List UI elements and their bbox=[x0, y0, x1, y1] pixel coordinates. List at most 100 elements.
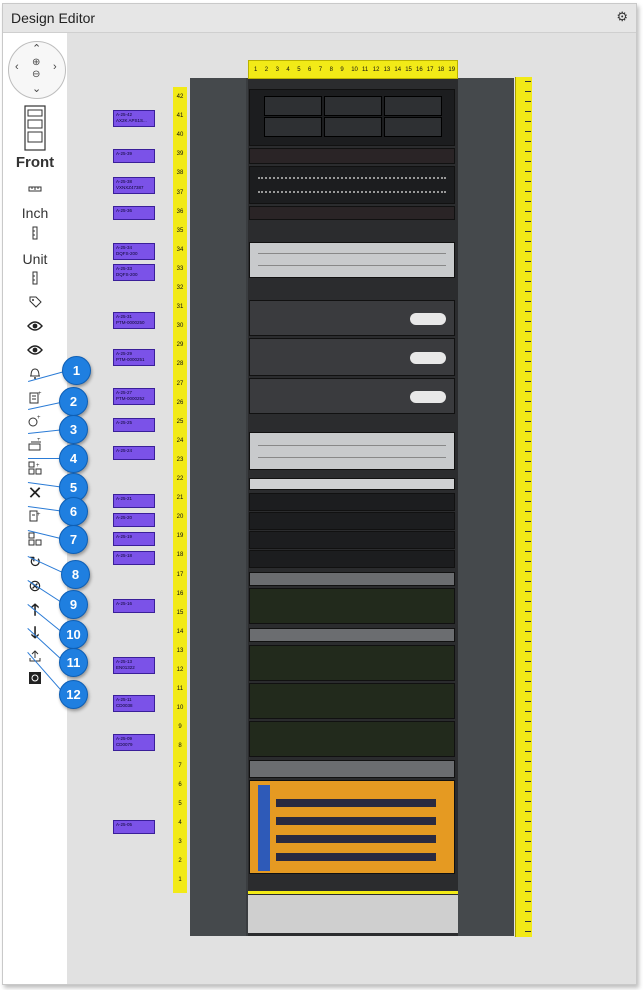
rack-device-orange-chassis[interactable] bbox=[249, 780, 455, 874]
right-ruler-tick bbox=[525, 831, 531, 832]
rack-device-1u-server-2[interactable] bbox=[249, 512, 455, 530]
device-tag-position: A-25-36 bbox=[116, 208, 133, 213]
navigation-pad[interactable]: ⌃ ⌄ ‹ › ⊕ ⊖ bbox=[8, 41, 66, 99]
upload-icon[interactable] bbox=[3, 649, 67, 666]
rack-device-server-2u-b[interactable] bbox=[249, 432, 455, 470]
rack-device-shelf-1[interactable] bbox=[249, 572, 455, 586]
rack-device-blade-chassis-4[interactable] bbox=[249, 721, 455, 757]
right-ruler-tick bbox=[525, 521, 531, 522]
device-tag[interactable]: A-25-16 bbox=[113, 599, 155, 613]
rack-device-blank-panel[interactable] bbox=[249, 478, 455, 490]
unit-ruler-icon[interactable] bbox=[3, 271, 67, 288]
rack-device-shelf-2[interactable] bbox=[249, 628, 455, 642]
callout-leader bbox=[28, 458, 65, 459]
rack-device-1u-server-3[interactable] bbox=[249, 531, 455, 549]
top-ruler-mark: 1 bbox=[254, 67, 258, 73]
view-label-front[interactable]: Front bbox=[15, 154, 55, 171]
device-tag[interactable]: A-25-18 bbox=[113, 551, 155, 565]
top-ruler-mark: 16 bbox=[416, 67, 423, 73]
rack-device-server-2u-a[interactable] bbox=[249, 242, 455, 278]
device-tag[interactable]: A-25-24 bbox=[113, 446, 155, 460]
rack-device-blade-chassis-2[interactable] bbox=[249, 645, 455, 681]
vertical-ruler-icon[interactable] bbox=[3, 226, 67, 243]
nav-right-icon[interactable]: › bbox=[53, 61, 57, 73]
ruler-icon[interactable] bbox=[3, 180, 67, 196]
device-tag-asset: EN01322 bbox=[116, 665, 135, 670]
rack-device-blade-chassis-3[interactable] bbox=[249, 683, 455, 719]
device-tag-asset: PTM-0000252 bbox=[116, 396, 145, 401]
add-shelf-icon[interactable]: + bbox=[3, 437, 67, 455]
right-ruler-tick bbox=[525, 591, 531, 592]
right-ruler-tick bbox=[525, 741, 531, 742]
top-ruler-mark: 10 bbox=[351, 67, 358, 73]
device-tag[interactable]: A-25-21 bbox=[113, 494, 155, 508]
measure-label-inch[interactable]: Inch bbox=[21, 205, 49, 221]
export-image-icon[interactable] bbox=[3, 671, 67, 688]
bell-icon[interactable] bbox=[3, 366, 67, 383]
rack-device-storage-4u[interactable] bbox=[249, 89, 455, 146]
gear-icon[interactable]: ⚙ bbox=[616, 9, 628, 24]
callout-badge: 8 bbox=[61, 560, 90, 589]
right-ruler-tick bbox=[525, 541, 531, 542]
device-tag[interactable]: A-25-39 bbox=[113, 149, 155, 163]
rack-view-icon[interactable] bbox=[3, 105, 67, 154]
zoom-in-icon[interactable]: ⊕ bbox=[32, 57, 41, 68]
rack-device-blade-chassis-1[interactable] bbox=[249, 588, 455, 624]
device-tag[interactable]: A-25-19 bbox=[113, 532, 155, 546]
device-tag[interactable]: A-25-36 bbox=[113, 206, 155, 220]
eye-icon-secondary[interactable] bbox=[3, 343, 67, 359]
eye-icon[interactable] bbox=[3, 319, 67, 335]
rack-device-1u-server-4[interactable] bbox=[249, 550, 455, 568]
left-ruler-mark: 30 bbox=[176, 323, 184, 330]
device-tag[interactable]: A-25-05 bbox=[113, 820, 155, 834]
left-ruler-mark: 3 bbox=[178, 838, 182, 845]
rack-device-appliance-2[interactable] bbox=[249, 338, 455, 376]
rack-device-appliance-3[interactable] bbox=[249, 378, 455, 414]
right-ruler-tick bbox=[525, 551, 531, 552]
tag-icon[interactable] bbox=[3, 295, 67, 312]
left-ruler-mark: 29 bbox=[176, 342, 184, 349]
close-icon[interactable]: ✕ bbox=[27, 483, 43, 503]
left-ruler-mark: 40 bbox=[176, 132, 184, 139]
nav-down-icon[interactable]: ⌄ bbox=[32, 83, 42, 95]
top-ruler-mark: 11 bbox=[362, 67, 369, 73]
cancel-icon[interactable]: ⊗ bbox=[28, 578, 42, 595]
rack-device-appliance-1[interactable] bbox=[249, 300, 455, 336]
right-ruler-tick bbox=[525, 901, 531, 902]
rack-device-patch-panel[interactable] bbox=[249, 166, 455, 204]
add-connection-icon[interactable]: + bbox=[3, 414, 67, 431]
device-tag[interactable]: A-25-25 bbox=[113, 418, 155, 432]
device-tag[interactable]: A-25-20 bbox=[113, 513, 155, 527]
right-ruler-tick bbox=[525, 571, 531, 572]
device-tag-position: A-25-33 bbox=[116, 266, 133, 271]
device-tag-asset: DQFS-200 bbox=[116, 251, 138, 256]
rack-device-shelf-3[interactable] bbox=[249, 760, 455, 778]
move-device-icon[interactable]: + bbox=[3, 509, 67, 526]
zoom-out-icon[interactable]: ⊖ bbox=[32, 69, 41, 80]
nav-left-icon[interactable]: ‹ bbox=[15, 61, 19, 73]
nav-up-icon[interactable]: ⌃ bbox=[32, 43, 42, 55]
left-ruler-mark: 28 bbox=[176, 361, 184, 368]
swap-layout-icon[interactable] bbox=[3, 532, 67, 549]
unit-label[interactable]: Unit bbox=[22, 251, 48, 267]
rack-device-cable-manager-1[interactable] bbox=[249, 148, 455, 164]
right-ruler-tick bbox=[525, 301, 531, 302]
rack-device-cable-manager-2[interactable] bbox=[249, 206, 455, 220]
device-tag-position: A-25-31 bbox=[116, 314, 133, 319]
rack-device-1u-server-1[interactable] bbox=[249, 493, 455, 511]
layout-icon[interactable]: + bbox=[3, 461, 67, 478]
rack-right-side bbox=[458, 78, 514, 936]
right-ruler-tick bbox=[525, 441, 531, 442]
svg-text:+: + bbox=[37, 415, 41, 421]
add-device-icon[interactable]: + bbox=[3, 390, 67, 407]
